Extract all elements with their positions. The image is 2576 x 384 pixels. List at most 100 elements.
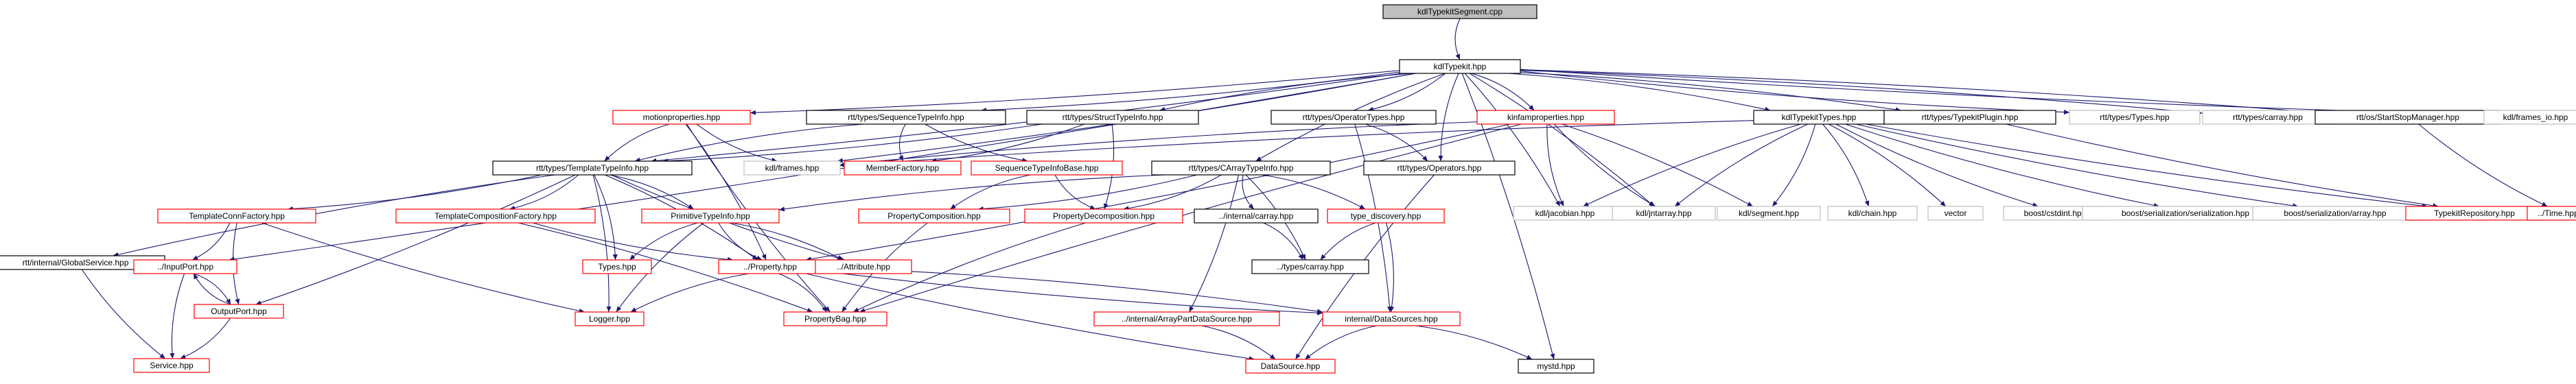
- node-box: [1827, 206, 1918, 221]
- node-box: [1026, 110, 1199, 125]
- edge-kdlTypekit-to-carrayHpp: [1520, 69, 2203, 115]
- file-node-attribute[interactable]: ../Attribute.hpp: [815, 259, 912, 274]
- edge-cArrayTypeInfo-to-propComposition: [977, 174, 1198, 211]
- file-node-struct-type-info[interactable]: rtt/types/StructTypeInfo.hpp: [1026, 110, 1199, 125]
- edge-kdlTypekitTypes-to-kdlJntarray: [1674, 123, 1809, 207]
- edge-templCompFactory-to-property: [532, 222, 733, 262]
- file-node-kdl-segment[interactable]: kdl/segment.hpp: [1717, 206, 1821, 221]
- file-node-op-types[interactable]: rtt/types/OperatorTypes.hpp: [1270, 110, 1437, 125]
- file-node-templ-conn-factory[interactable]: TemplateConnFactory.hpp: [157, 208, 316, 224]
- file-node-cstdint[interactable]: boost/cstdint.hpp: [2003, 206, 2107, 221]
- edge-kdlTypekit-to-rttOperators: [1438, 73, 1459, 162]
- edge-kinfamprops-to-propertyBag: [859, 123, 1522, 313]
- edge-property-to-propertyBag: [778, 273, 827, 313]
- edge-typekitPlugin-to-typekitRepo: [2006, 123, 2439, 208]
- edge-kdlTypekitTypes-to-serialArray: [1855, 123, 2299, 208]
- edge-kdlTypekit-to-kinfamprops: [1471, 73, 1535, 111]
- node-label: ../Property.hpp: [743, 262, 797, 272]
- file-node-prim-type-info[interactable]: PrimitiveTypeInfo.hpp: [641, 208, 780, 224]
- node-label: Service.hpp: [150, 361, 194, 370]
- file-node-kdl-chain[interactable]: kdl/chain.hpp: [1827, 206, 1918, 221]
- file-node-seq-type-info[interactable]: rtt/types/SequenceTypeInfo.hpp: [806, 110, 1006, 125]
- node-label: ../types/carray.hpp: [1277, 262, 1344, 272]
- edge-kdlTypekitTypes-to-kdlFrames: [839, 120, 1754, 168]
- edge-structTypeInfo-to-memberFactory: [931, 123, 1084, 163]
- file-node-seq-type-info-base[interactable]: SequenceTypeInfoBase.hpp: [971, 160, 1123, 176]
- node-label: TemplateConnFactory.hpp: [189, 211, 285, 221]
- node-box: [1927, 206, 1984, 221]
- file-node-kdl-frames[interactable]: kdl/frames.hpp: [743, 160, 841, 176]
- dependency-edges: [81, 18, 2548, 361]
- file-node-member-factory[interactable]: MemberFactory.hpp: [844, 160, 962, 176]
- edge-arrayPartDS-to-dataSource: [1201, 325, 1276, 360]
- edge-kdlTypekit-to-typesHpp: [1520, 71, 2070, 115]
- node-label: ../internal/ArrayPartDataSource.hpp: [1122, 314, 1252, 324]
- edge-templTypeInfo-to-templConnFactory: [287, 174, 542, 212]
- file-node-data-source[interactable]: DataSource.hpp: [1245, 359, 1336, 374]
- node-box: [157, 208, 316, 224]
- file-node-templ-type-info[interactable]: rtt/types/TemplateTypeInfo.hpp: [492, 160, 693, 176]
- file-node-kinfamprops[interactable]: kinfamproperties.hpp: [1476, 110, 1615, 125]
- node-label: internal/DataSources.hpp: [1345, 314, 1438, 324]
- file-node-time-hpp[interactable]: ../Time.hpp: [2527, 206, 2576, 221]
- node-box: [575, 311, 645, 326]
- file-node-types-types[interactable]: Types.hpp: [582, 259, 652, 274]
- file-node-root[interactable]: kdlTypekitSegment.cpp: [1382, 4, 1538, 19]
- file-node-start-stop[interactable]: rtt/os/StartStopManager.hpp: [2314, 110, 2501, 125]
- node-label: TemplateCompositionFactory.hpp: [434, 211, 557, 221]
- file-node-kdl-jntarray[interactable]: kdl/jntarray.hpp: [1612, 206, 1716, 221]
- file-node-output-port[interactable]: OutputPort.hpp: [194, 304, 284, 319]
- file-node-internal-carray[interactable]: ../internal/carray.hpp: [1194, 208, 1319, 224]
- file-node-input-port[interactable]: ../InputPort.hpp: [133, 259, 237, 274]
- file-node-typekit-plugin[interactable]: rtt/types/TypekitPlugin.hpp: [1883, 110, 2056, 125]
- edge-primTypeInfo-to-property: [718, 222, 763, 261]
- file-node-typekit-repo[interactable]: TypekitRepository.hpp: [2405, 206, 2544, 221]
- node-box: [133, 358, 210, 373]
- file-node-vector[interactable]: vector: [1927, 206, 1984, 221]
- node-label: ../InputPort.hpp: [157, 262, 213, 272]
- file-node-global-service[interactable]: rtt/internal/GlobalService.hpp: [0, 255, 165, 270]
- file-node-type-discovery[interactable]: type_discovery.hpp: [1327, 208, 1445, 224]
- file-node-frames-io[interactable]: kdl/frames_io.hpp: [2483, 110, 2576, 125]
- file-node-serialization[interactable]: boost/serialization/serialization.hpp: [2082, 206, 2289, 221]
- node-box: [858, 208, 1010, 224]
- file-node-property-bag[interactable]: PropertyBag.hpp: [783, 311, 887, 326]
- file-node-property[interactable]: ../Property.hpp: [718, 259, 822, 274]
- node-box: [1399, 59, 1521, 74]
- file-node-templ-comp-factory[interactable]: TemplateCompositionFactory.hpp: [395, 208, 596, 224]
- file-node-serial-array[interactable]: boost/serialization/array.hpp: [2252, 206, 2418, 221]
- file-node-service[interactable]: Service.hpp: [133, 358, 210, 373]
- file-node-types-hpp[interactable]: rtt/types/Types.hpp: [2069, 110, 2201, 125]
- file-node-kdl-jacobian[interactable]: kdl/jacobian.hpp: [1513, 206, 1617, 221]
- edge-templCompFactory-to-propertyBag: [518, 222, 813, 313]
- node-label: rtt/types/SequenceTypeInfo.hpp: [848, 112, 964, 122]
- node-label: kinfamproperties.hpp: [1507, 112, 1584, 122]
- edge-kdlTypekitTypes-to-typekitRepo: [1866, 123, 2428, 208]
- edge-kinfamprops-to-kdlFrames: [839, 121, 1478, 167]
- file-node-c-array-type-info[interactable]: rtt/types/CArrayTypeInfo.hpp: [1151, 160, 1331, 176]
- file-node-carray-hpp[interactable]: rtt/types/carray.hpp: [2202, 110, 2334, 125]
- node-box: [395, 208, 596, 224]
- file-node-array-part-d-s[interactable]: ../internal/ArrayPartDataSource.hpp: [1093, 311, 1280, 326]
- file-node-logger[interactable]: Logger.hpp: [575, 311, 645, 326]
- node-label: TypekitRepository.hpp: [2434, 208, 2515, 218]
- edge-kdlTypekit-to-opTypes: [1367, 73, 1446, 112]
- node-label: rtt/types/Operators.hpp: [1397, 163, 1482, 173]
- file-node-prop-composition[interactable]: PropertyComposition.hpp: [858, 208, 1010, 224]
- node-label: kdlTypekitTypes.hpp: [1782, 112, 1857, 122]
- file-node-types-carray[interactable]: ../types/carray.hpp: [1251, 259, 1369, 274]
- node-label: rtt/types/carray.hpp: [2233, 112, 2303, 122]
- file-node-prop-decomposition[interactable]: PropertyDecomposition.hpp: [1024, 208, 1183, 224]
- file-node-mystd[interactable]: mystd.hpp: [1518, 359, 1594, 374]
- file-node-rtt-operators[interactable]: rtt/types/Operators.hpp: [1363, 160, 1516, 176]
- file-node-internal-d-s[interactable]: internal/DataSources.hpp: [1322, 311, 1461, 326]
- node-box: [1251, 259, 1369, 274]
- file-node-kdl-typekit[interactable]: kdlTypekit.hpp: [1399, 59, 1521, 74]
- edge-cArrayTypeInfo-to-internalCarray: [1242, 174, 1255, 210]
- edge-kdlTypekitTypes-to-kdlChain: [1822, 123, 1870, 207]
- file-node-kdl-typekit-types[interactable]: kdlTypekitTypes.hpp: [1753, 110, 1885, 125]
- file-node-motionprops[interactable]: motionproperties.hpp: [612, 110, 751, 125]
- edge-internalDS-to-dataSource: [1304, 325, 1377, 360]
- node-box: [1093, 311, 1280, 326]
